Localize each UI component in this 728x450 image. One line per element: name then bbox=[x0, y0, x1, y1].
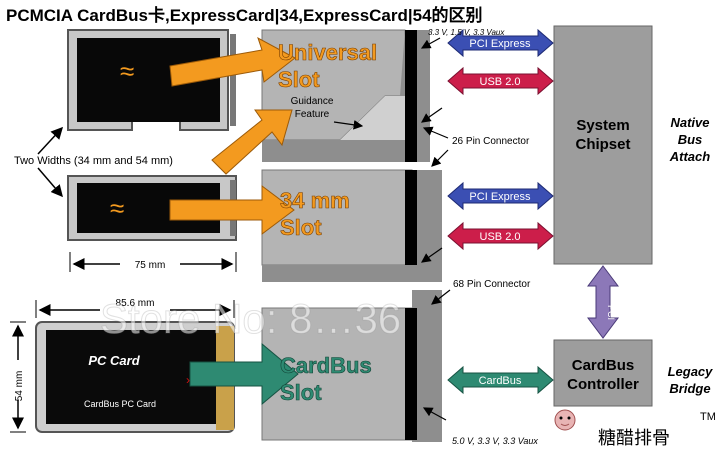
pin26-label: 26 Pin Connector bbox=[452, 136, 530, 147]
cardbus-bus-label: CardBus bbox=[479, 375, 522, 387]
pc-card-logo: PC Card bbox=[88, 353, 140, 368]
usb2-label: USB 2.0 bbox=[480, 231, 521, 243]
cardbus-controller-box bbox=[553, 339, 653, 407]
usb2-arrow-top: USB 2.0 bbox=[447, 66, 554, 96]
cardbus-bus-arrow: CardBus bbox=[447, 365, 554, 395]
teal-arrow bbox=[189, 342, 299, 406]
expresscard-54: ≈ ››› bbox=[67, 29, 236, 131]
height-54-label: 54 mm bbox=[14, 371, 25, 402]
voltage-top-label: 3.3 V, 1.5 V, 3.3 Vaux bbox=[428, 28, 505, 37]
cardbus-pc-card: PC Card CardBus PC Card ››› bbox=[35, 321, 235, 433]
page-title: PCMCIA CardBus卡,ExpressCard|34,ExpressCa… bbox=[6, 5, 483, 25]
width-75-label: 75 mm bbox=[135, 260, 166, 271]
two-widths-label: Two Widths (34 mm and 54 mm) bbox=[14, 155, 173, 167]
pci-express-label: PCI Express bbox=[469, 38, 531, 50]
orange-arrow-top bbox=[169, 36, 296, 87]
rabbit-logo-icon: ≈ bbox=[110, 193, 124, 223]
orange-arrow-mid bbox=[169, 185, 295, 235]
watermark-text: Store No: 8…36 bbox=[100, 295, 401, 342]
usb2-label: USB 2.0 bbox=[480, 76, 521, 88]
slot-connector-top bbox=[405, 30, 417, 162]
pci-express-label: PCI Express bbox=[469, 191, 531, 203]
pin68-label: 68 Pin Connector bbox=[453, 279, 531, 290]
voltage-bottom-label: 5.0 V, 3.3 V, 3.3 Vaux bbox=[452, 436, 538, 446]
pci-express-arrow-top: PCI Express bbox=[447, 28, 554, 58]
pci-express-arrow-mid: PCI Express bbox=[447, 181, 554, 211]
brand-chinese: 糖醋排骨 bbox=[598, 428, 670, 448]
orange-arrow-diagonal bbox=[211, 109, 293, 175]
cardbus-slot-housing bbox=[261, 290, 442, 442]
pci-vertical-arrow bbox=[587, 265, 619, 339]
pci-vertical-label: PCI bbox=[606, 305, 616, 320]
cardbus-pc-card-text: CardBus PC Card bbox=[84, 399, 156, 409]
universal-slot-housing bbox=[261, 29, 430, 162]
system-chipset-box bbox=[553, 25, 653, 265]
brand-tm: TM bbox=[700, 411, 716, 423]
usb2-arrow-mid: USB 2.0 bbox=[447, 221, 554, 251]
mm34-slot-housing bbox=[261, 169, 442, 282]
mascot-icon bbox=[554, 409, 576, 431]
width-856-label: 85.6 mm bbox=[116, 298, 155, 309]
rabbit-logo-icon: ≈ bbox=[120, 56, 134, 86]
